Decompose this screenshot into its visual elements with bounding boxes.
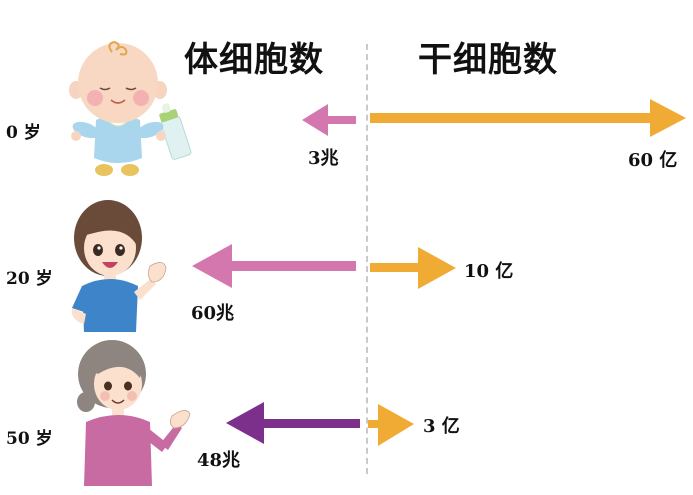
baby-icon	[69, 40, 192, 176]
stem-count-0: 60 亿	[628, 150, 678, 171]
somatic-arrow-0	[302, 104, 356, 136]
somatic-count-0: 3兆	[308, 148, 339, 169]
somatic-arrow-2	[226, 402, 360, 444]
stem-arrow-1	[370, 247, 456, 289]
age-label-2: 50 岁	[6, 429, 53, 449]
age-label-1: 20 岁	[6, 269, 53, 289]
young-woman-icon	[71, 200, 167, 332]
somatic-count-1: 60兆	[191, 303, 235, 324]
stem-count-2: 3 亿	[423, 416, 460, 437]
somatic-cells-header: 体细胞数	[184, 40, 324, 80]
stem-count-1: 10 亿	[464, 261, 514, 282]
older-woman-icon	[77, 340, 191, 486]
center-divider	[366, 44, 368, 474]
somatic-arrow-1	[192, 244, 356, 288]
stem-arrow-0	[370, 99, 686, 137]
age-label-0: 0 岁	[6, 123, 41, 143]
stem-cells-header: 干细胞数	[418, 40, 558, 80]
stem-arrow-2	[368, 404, 414, 446]
somatic-count-2: 48兆	[197, 450, 241, 471]
